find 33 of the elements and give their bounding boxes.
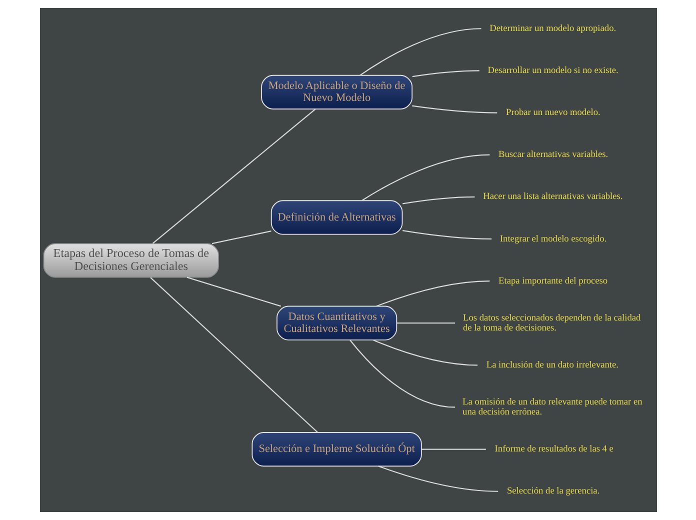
node-box: Etapas del Proceso de Tomas de Decisiones Gerenciales bbox=[42, 243, 219, 278]
connector bbox=[402, 230, 492, 240]
connector bbox=[186, 276, 281, 307]
node-text: Etapa importante del proceso bbox=[498, 276, 608, 286]
node-box: Definición de Alternativas bbox=[270, 200, 402, 235]
node-text: Informe de resultados de las 4 e bbox=[494, 444, 613, 455]
node-text: Desarrollar un modelo si no existe. bbox=[487, 66, 618, 76]
connector bbox=[349, 340, 455, 408]
connector bbox=[376, 280, 490, 307]
node-box: Selección e Impleme Solución Ópt bbox=[251, 432, 422, 467]
node-text: Hacer una lista alternativas variables. bbox=[482, 192, 622, 202]
node-text: Probar un nuevo modelo. bbox=[506, 108, 600, 118]
connector bbox=[372, 339, 478, 366]
node-text: Selección de la gerencia. bbox=[506, 486, 600, 497]
node-box: Modelo Aplicable o Diseño de Nuevo Modelo bbox=[260, 74, 412, 110]
connector bbox=[361, 154, 490, 201]
node-text: Buscar alternativas variables. bbox=[498, 150, 608, 160]
connector bbox=[402, 196, 474, 204]
connector bbox=[412, 70, 479, 78]
connector bbox=[421, 448, 486, 450]
connector bbox=[150, 277, 318, 433]
connector bbox=[396, 322, 455, 324]
node-text: La inclusión de un dato irrelevante. bbox=[486, 360, 618, 371]
node-text: Determinar un modelo apropiado. bbox=[489, 24, 616, 34]
node-box: Datos Cuantitativos y Cualitativos Relevantes bbox=[276, 306, 397, 340]
connector bbox=[359, 28, 481, 76]
connector bbox=[378, 466, 498, 492]
node-text: Los datos seleccionados dependen de la calidad de la toma de decisiones. bbox=[462, 313, 640, 334]
node-text: La omisión de un dato relevante puede tomar en una decisión errónea. bbox=[462, 397, 642, 418]
connector bbox=[412, 105, 497, 114]
connector bbox=[152, 108, 316, 244]
connector bbox=[211, 230, 271, 244]
node-text: Integrar el modelo escogido. bbox=[499, 234, 606, 244]
